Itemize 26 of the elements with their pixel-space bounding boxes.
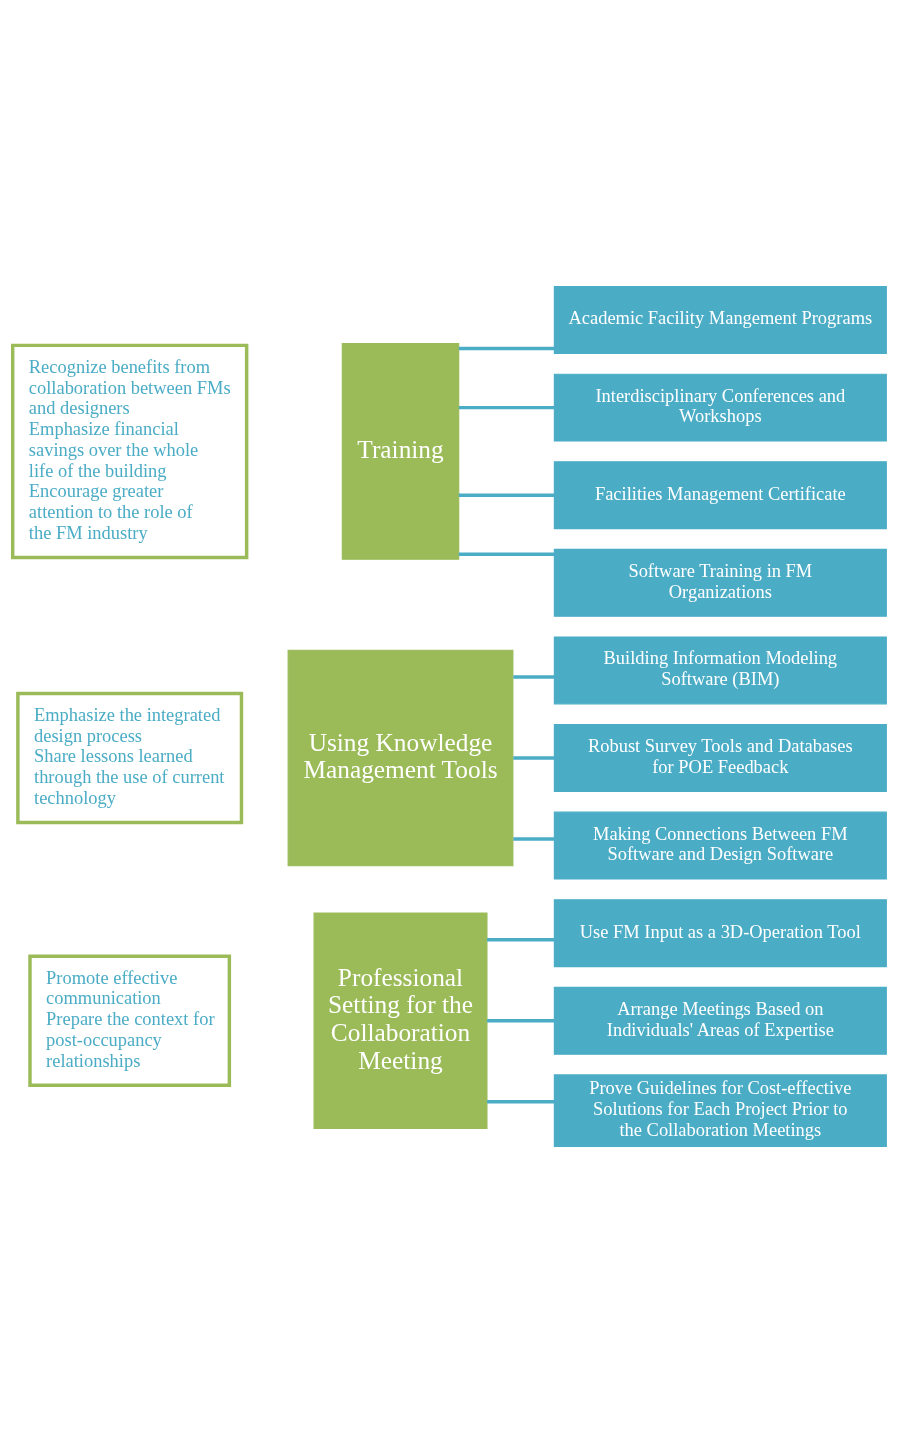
node-box: Interdisciplinary Conferences and Workshops — [553, 373, 887, 442]
connector — [458, 552, 555, 556]
node-box: Prove Guidelines for Cost-effective Solutions for Each Project Prior to the Collaboration Meetings — [553, 1074, 887, 1147]
connector — [513, 756, 555, 760]
node-box: Facilities Management Certificate — [553, 461, 887, 530]
node-box: Emphasize the integrated design process Share lessons learned through the use of current technology — [16, 691, 244, 825]
connector — [513, 675, 555, 679]
connector — [513, 837, 555, 841]
node-box: Arrange Meetings Based on Individuals' Areas of Expertise — [553, 986, 887, 1055]
node-box: Professional Setting for the Collaboration Meeting — [313, 912, 488, 1130]
connector — [487, 938, 555, 942]
node-box: Recognize benefits from collaboration between FMs and designers Emphasize financial savings over the whole life of the building Encourage greater attention to the role of the FM industry — [10, 343, 249, 560]
node-box: Robust Survey Tools and Databases for POE Feedback — [553, 724, 887, 792]
connector — [458, 493, 555, 497]
node-box: Making Connections Between FM Software and Design Software — [553, 811, 887, 880]
connector — [487, 1019, 555, 1023]
node-box: Using Knowledge Management Tools — [287, 649, 514, 867]
connector — [487, 1100, 555, 1104]
node-box: Software Training in FM Organizations — [553, 548, 887, 617]
node-box: Academic Facility Mangement Programs — [553, 286, 887, 355]
node-box: Building Information Modeling Software (BIM) — [553, 636, 887, 705]
connector — [458, 405, 555, 410]
connector — [458, 346, 555, 351]
node-box: Training — [341, 343, 460, 560]
node-box: Use FM Input as a 3D-Operation Tool — [553, 899, 887, 968]
node-box: Promote effective communication Prepare the context for post-occupancy relationships — [28, 954, 232, 1088]
